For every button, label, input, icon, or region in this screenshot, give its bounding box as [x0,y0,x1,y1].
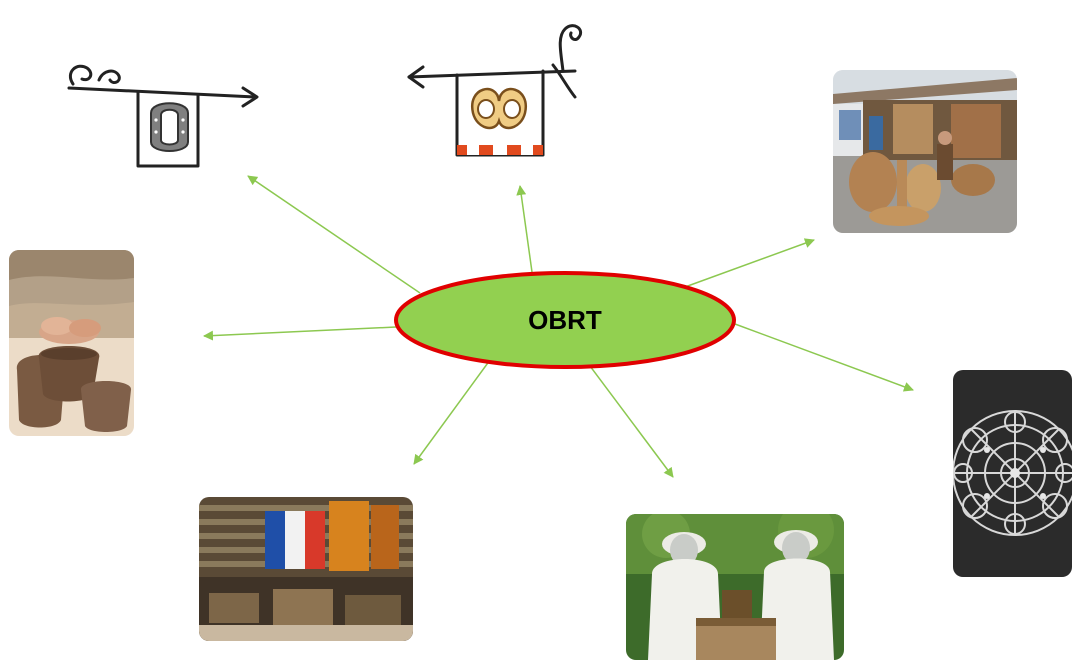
arrow-to-pretzel [516,185,533,273]
horseshoe-sign-icon [55,42,270,182]
basket-market-photo [833,70,1017,233]
arrow-to-market [684,238,815,288]
arrow-to-pottery [203,326,397,341]
arrow-to-horseshoe [247,175,421,294]
pottery-photo [9,250,134,436]
arrow-to-lace [734,323,914,392]
lace-photo [953,370,1072,577]
pretzel-sign-icon [385,5,605,180]
center-ellipse [394,271,736,369]
arrow-to-candles [413,359,491,465]
beekeepers-photo [626,514,844,660]
candle-workshop-photo [199,497,413,641]
arrow-to-beekeepers [586,361,674,478]
